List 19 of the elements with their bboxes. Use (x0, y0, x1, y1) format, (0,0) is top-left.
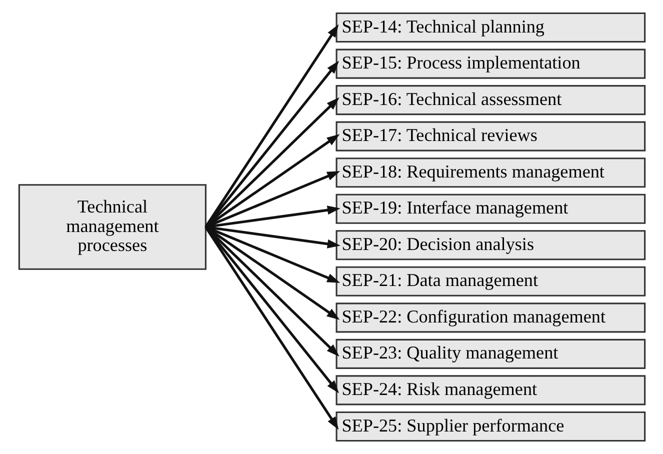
node-box: SEP-14: Technical planning (335, 12, 646, 43)
node-box: SEP-21: Data management (335, 266, 646, 296)
node-box: SEP-17: Technical reviews (335, 121, 646, 152)
node-box: SEP-15: Process implementation (335, 48, 646, 79)
node-box: SEP-25: Supplier performance (335, 411, 646, 442)
arrow (204, 226, 338, 394)
node-box: SEP-18: Requirements management (335, 158, 646, 188)
node-box: SEP-19: Interface management (335, 194, 646, 224)
node-box: SEP-23: Quality management (335, 338, 646, 369)
node-box: SEP-20: Decision analysis (335, 230, 646, 260)
node-box: Technical management processes (18, 184, 206, 270)
arrow (204, 60, 338, 228)
arrow (204, 24, 338, 228)
arrow (204, 97, 339, 228)
node-box: SEP-16: Technical assessment (335, 85, 646, 116)
node-box: SEP-24: Risk management (335, 375, 646, 406)
arrow (204, 226, 338, 430)
node-box: SEP-22: Configuration management (335, 302, 646, 333)
arrow (204, 226, 339, 357)
